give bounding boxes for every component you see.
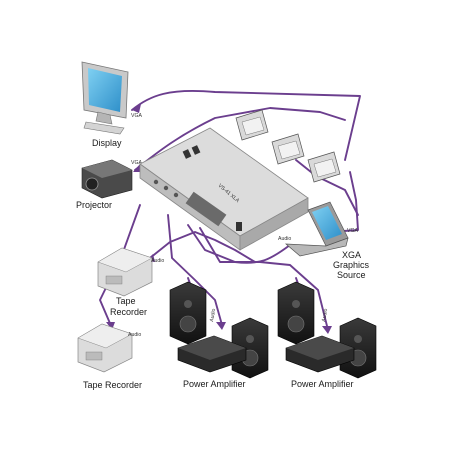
speaker-2b [339, 317, 377, 379]
tape1-label-line2: Recorder [110, 307, 147, 317]
display-vga-signal: VGA [131, 113, 142, 119]
vga-connector-2 [271, 133, 305, 165]
tape2-audio-signal: Audio [128, 332, 141, 338]
amp1-label: Power Amplifier [183, 379, 246, 389]
xga-label-line1: XGA [342, 250, 361, 260]
terminal-block [185, 191, 227, 227]
amp2-label: Power Amplifier [291, 379, 354, 389]
projector-lens [85, 177, 99, 191]
power-amplifier-1-unit [177, 335, 247, 373]
projector-label: Projector [76, 200, 112, 210]
amp2-audio-signal: Audio [321, 308, 329, 322]
source-audio-signal: Audio [278, 236, 291, 242]
power-amplifier-2-unit [285, 335, 355, 373]
amp1-audio-signal: Audio [209, 308, 217, 322]
tape-recorder-1 [97, 247, 153, 297]
tape2-label: Tape Recorder [83, 380, 142, 390]
laptop-screen [312, 206, 342, 240]
speaker-2a [277, 281, 315, 345]
source-vga-signal: VGA [347, 228, 358, 234]
tape2-cassette [85, 351, 103, 361]
cable-source-vga-2 [295, 159, 359, 216]
switcher-port-2 [163, 185, 169, 191]
xga-label-line2: Graphics [333, 260, 370, 270]
arrow-amp2-audio [322, 326, 332, 334]
switcher-button-2 [191, 145, 201, 155]
cable-display-vga [131, 89, 361, 161]
switcher-unit [139, 127, 309, 251]
switcher-port-3 [173, 192, 179, 198]
switcher-button-1 [182, 149, 192, 159]
tape1-cassette [105, 275, 123, 285]
display-monitor [81, 61, 129, 135]
tape-recorder-2 [77, 323, 133, 373]
arrow-amp1-audio [216, 322, 226, 330]
projector-vga-signal: VGA [131, 160, 142, 166]
switcher-knob [236, 222, 242, 231]
arrow-display-vga [132, 104, 141, 113]
vga-connector-3 [307, 151, 341, 183]
display-screen [88, 68, 122, 112]
xga-laptop [284, 201, 349, 257]
projector-device [81, 159, 133, 199]
tape1-audio-signal: Audio [151, 258, 164, 264]
display-label: Display [92, 138, 122, 148]
xga-label-line3: Source [337, 270, 366, 280]
cable-amp2-audio [199, 227, 329, 331]
speaker-1a [169, 281, 207, 345]
speaker-1b [231, 317, 269, 379]
switcher-port-1 [153, 179, 159, 185]
cable-amp1-audio [167, 214, 223, 326]
tape1-label-line1: Tape [116, 296, 136, 306]
vga-connector-1 [235, 109, 269, 141]
